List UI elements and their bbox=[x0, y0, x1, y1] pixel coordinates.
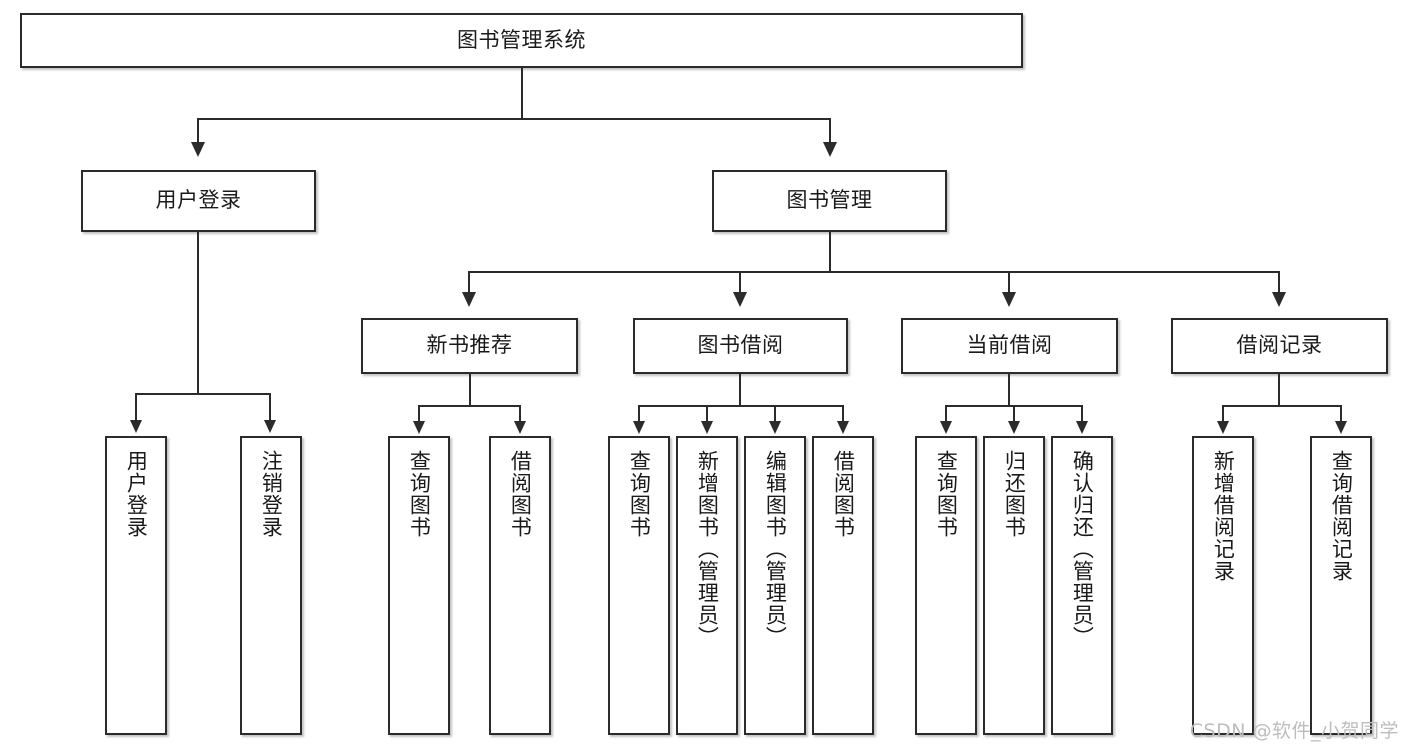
connector-user-login-drop-1 bbox=[135, 393, 137, 422]
connector-book-manage-stem bbox=[829, 232, 831, 272]
arrowhead-leaf-br-1 bbox=[1217, 421, 1229, 434]
leaf-label: 归还图书 bbox=[1002, 450, 1027, 538]
connector-bm-drop-4 bbox=[1278, 271, 1280, 294]
connector-new-book-drop-2 bbox=[519, 405, 521, 423]
arrowhead-leaf-bb-3 bbox=[769, 421, 781, 434]
connector-cb-drop-2 bbox=[1013, 405, 1015, 423]
connector-user-login-bus bbox=[135, 393, 271, 395]
leaf-book-borrow-query-book[interactable]: 查询图书 bbox=[608, 436, 670, 735]
connector-br-drop-2 bbox=[1340, 405, 1342, 423]
leaf-new-book-query-book[interactable]: 查询图书 bbox=[388, 436, 450, 735]
connector-user-login-stem bbox=[197, 232, 199, 394]
arrowhead-leaf-bb-2 bbox=[701, 421, 713, 434]
connector-root-to-user-login bbox=[197, 118, 199, 145]
connector-book-borrow-bus bbox=[638, 405, 844, 407]
leaf-label: 编辑图书（管理员） bbox=[763, 450, 788, 648]
connector-bb-drop-1 bbox=[638, 405, 640, 423]
connector-cb-drop-3 bbox=[1081, 405, 1083, 423]
node-book-borrow[interactable]: 图书借阅 bbox=[633, 318, 848, 374]
arrowhead-leaf-new-book-2 bbox=[514, 421, 526, 434]
connector-root-to-book-manage bbox=[829, 118, 831, 145]
node-new-book-recommend[interactable]: 新书推荐 bbox=[361, 318, 578, 374]
node-label: 借阅记录 bbox=[1236, 333, 1323, 358]
connector-root-stem bbox=[521, 68, 523, 119]
connector-bb-drop-3 bbox=[774, 405, 776, 423]
leaf-user-login-login[interactable]: 用户登录 bbox=[105, 436, 167, 735]
leaf-borrow-record-query-record[interactable]: 查询借阅记录 bbox=[1310, 436, 1372, 735]
leaf-current-borrow-confirm-return-admin[interactable]: 确认归还（管理员） bbox=[1051, 436, 1113, 735]
leaf-book-borrow-add-book-admin[interactable]: 新增图书（管理员） bbox=[676, 436, 738, 735]
leaf-label: 查询图书 bbox=[627, 450, 652, 538]
node-current-borrow[interactable]: 当前借阅 bbox=[901, 318, 1118, 374]
leaf-label: 确认归还（管理员） bbox=[1070, 450, 1095, 648]
connector-current-borrow-stem bbox=[1008, 374, 1010, 406]
connector-book-manage-bus bbox=[468, 271, 1280, 273]
arrowhead-to-borrow-record bbox=[1272, 292, 1286, 307]
arrowhead-to-book-borrow bbox=[733, 292, 747, 307]
connector-borrow-record-bus bbox=[1222, 405, 1342, 407]
leaf-label: 注销登录 bbox=[259, 450, 284, 538]
arrowhead-leaf-user-login-1 bbox=[130, 420, 142, 433]
node-root-library-system[interactable]: 图书管理系统 bbox=[20, 13, 1023, 68]
arrowhead-leaf-cb-3 bbox=[1076, 421, 1088, 434]
node-label: 当前借阅 bbox=[966, 333, 1053, 358]
connector-bm-drop-3 bbox=[1008, 271, 1010, 294]
connector-br-drop-1 bbox=[1222, 405, 1224, 423]
leaf-current-borrow-query-book[interactable]: 查询图书 bbox=[915, 436, 977, 735]
connector-new-book-drop-1 bbox=[418, 405, 420, 423]
connector-borrow-record-stem bbox=[1278, 374, 1280, 406]
arrowhead-to-new-book bbox=[462, 292, 476, 307]
node-user-login[interactable]: 用户登录 bbox=[81, 170, 316, 232]
connector-bm-drop-2 bbox=[739, 271, 741, 294]
arrowhead-leaf-bb-1 bbox=[633, 421, 645, 434]
connector-bm-drop-1 bbox=[468, 271, 470, 294]
arrowhead-leaf-new-book-1 bbox=[413, 421, 425, 434]
connector-bb-drop-4 bbox=[842, 405, 844, 423]
connector-root-bus bbox=[197, 118, 831, 120]
leaf-borrow-record-add-record[interactable]: 新增借阅记录 bbox=[1192, 436, 1254, 735]
arrowhead-leaf-cb-2 bbox=[1008, 421, 1020, 434]
connector-book-borrow-stem bbox=[739, 374, 741, 406]
arrowhead-leaf-user-login-2 bbox=[264, 420, 276, 433]
arrowhead-leaf-bb-4 bbox=[837, 421, 849, 434]
leaf-label: 新增借阅记录 bbox=[1211, 450, 1236, 582]
leaf-book-borrow-borrow-book[interactable]: 借阅图书 bbox=[812, 436, 874, 735]
node-label: 图书管理系统 bbox=[457, 27, 586, 52]
leaf-label: 查询图书 bbox=[407, 450, 432, 538]
leaf-label: 查询借阅记录 bbox=[1329, 450, 1354, 582]
arrowhead-to-user-login bbox=[191, 142, 205, 157]
connector-cb-drop-1 bbox=[945, 405, 947, 423]
arrowhead-to-book-manage bbox=[823, 142, 837, 157]
connector-bb-drop-2 bbox=[706, 405, 708, 423]
node-label: 新书推荐 bbox=[426, 333, 513, 358]
leaf-new-book-borrow-book[interactable]: 借阅图书 bbox=[489, 436, 551, 735]
leaf-label: 新增图书（管理员） bbox=[695, 450, 720, 648]
leaf-label: 用户登录 bbox=[124, 450, 149, 538]
node-label: 用户登录 bbox=[155, 188, 242, 213]
leaf-label: 借阅图书 bbox=[831, 450, 856, 538]
leaf-book-borrow-edit-book-admin[interactable]: 编辑图书（管理员） bbox=[744, 436, 806, 735]
arrowhead-leaf-cb-1 bbox=[940, 421, 952, 434]
node-label: 图书借阅 bbox=[697, 333, 784, 358]
leaf-label: 查询图书 bbox=[934, 450, 959, 538]
leaf-user-login-logout[interactable]: 注销登录 bbox=[240, 436, 302, 735]
leaf-label: 借阅图书 bbox=[508, 450, 533, 538]
connector-new-book-stem bbox=[469, 374, 471, 406]
connector-user-login-drop-2 bbox=[269, 393, 271, 422]
node-book-management[interactable]: 图书管理 bbox=[712, 170, 947, 232]
arrowhead-leaf-br-2 bbox=[1335, 421, 1347, 434]
arrowhead-to-current-borrow bbox=[1002, 292, 1016, 307]
leaf-current-borrow-return-book[interactable]: 归还图书 bbox=[983, 436, 1045, 735]
node-borrow-record[interactable]: 借阅记录 bbox=[1171, 318, 1388, 374]
connector-new-book-bus bbox=[418, 405, 521, 407]
node-label: 图书管理 bbox=[786, 188, 873, 213]
